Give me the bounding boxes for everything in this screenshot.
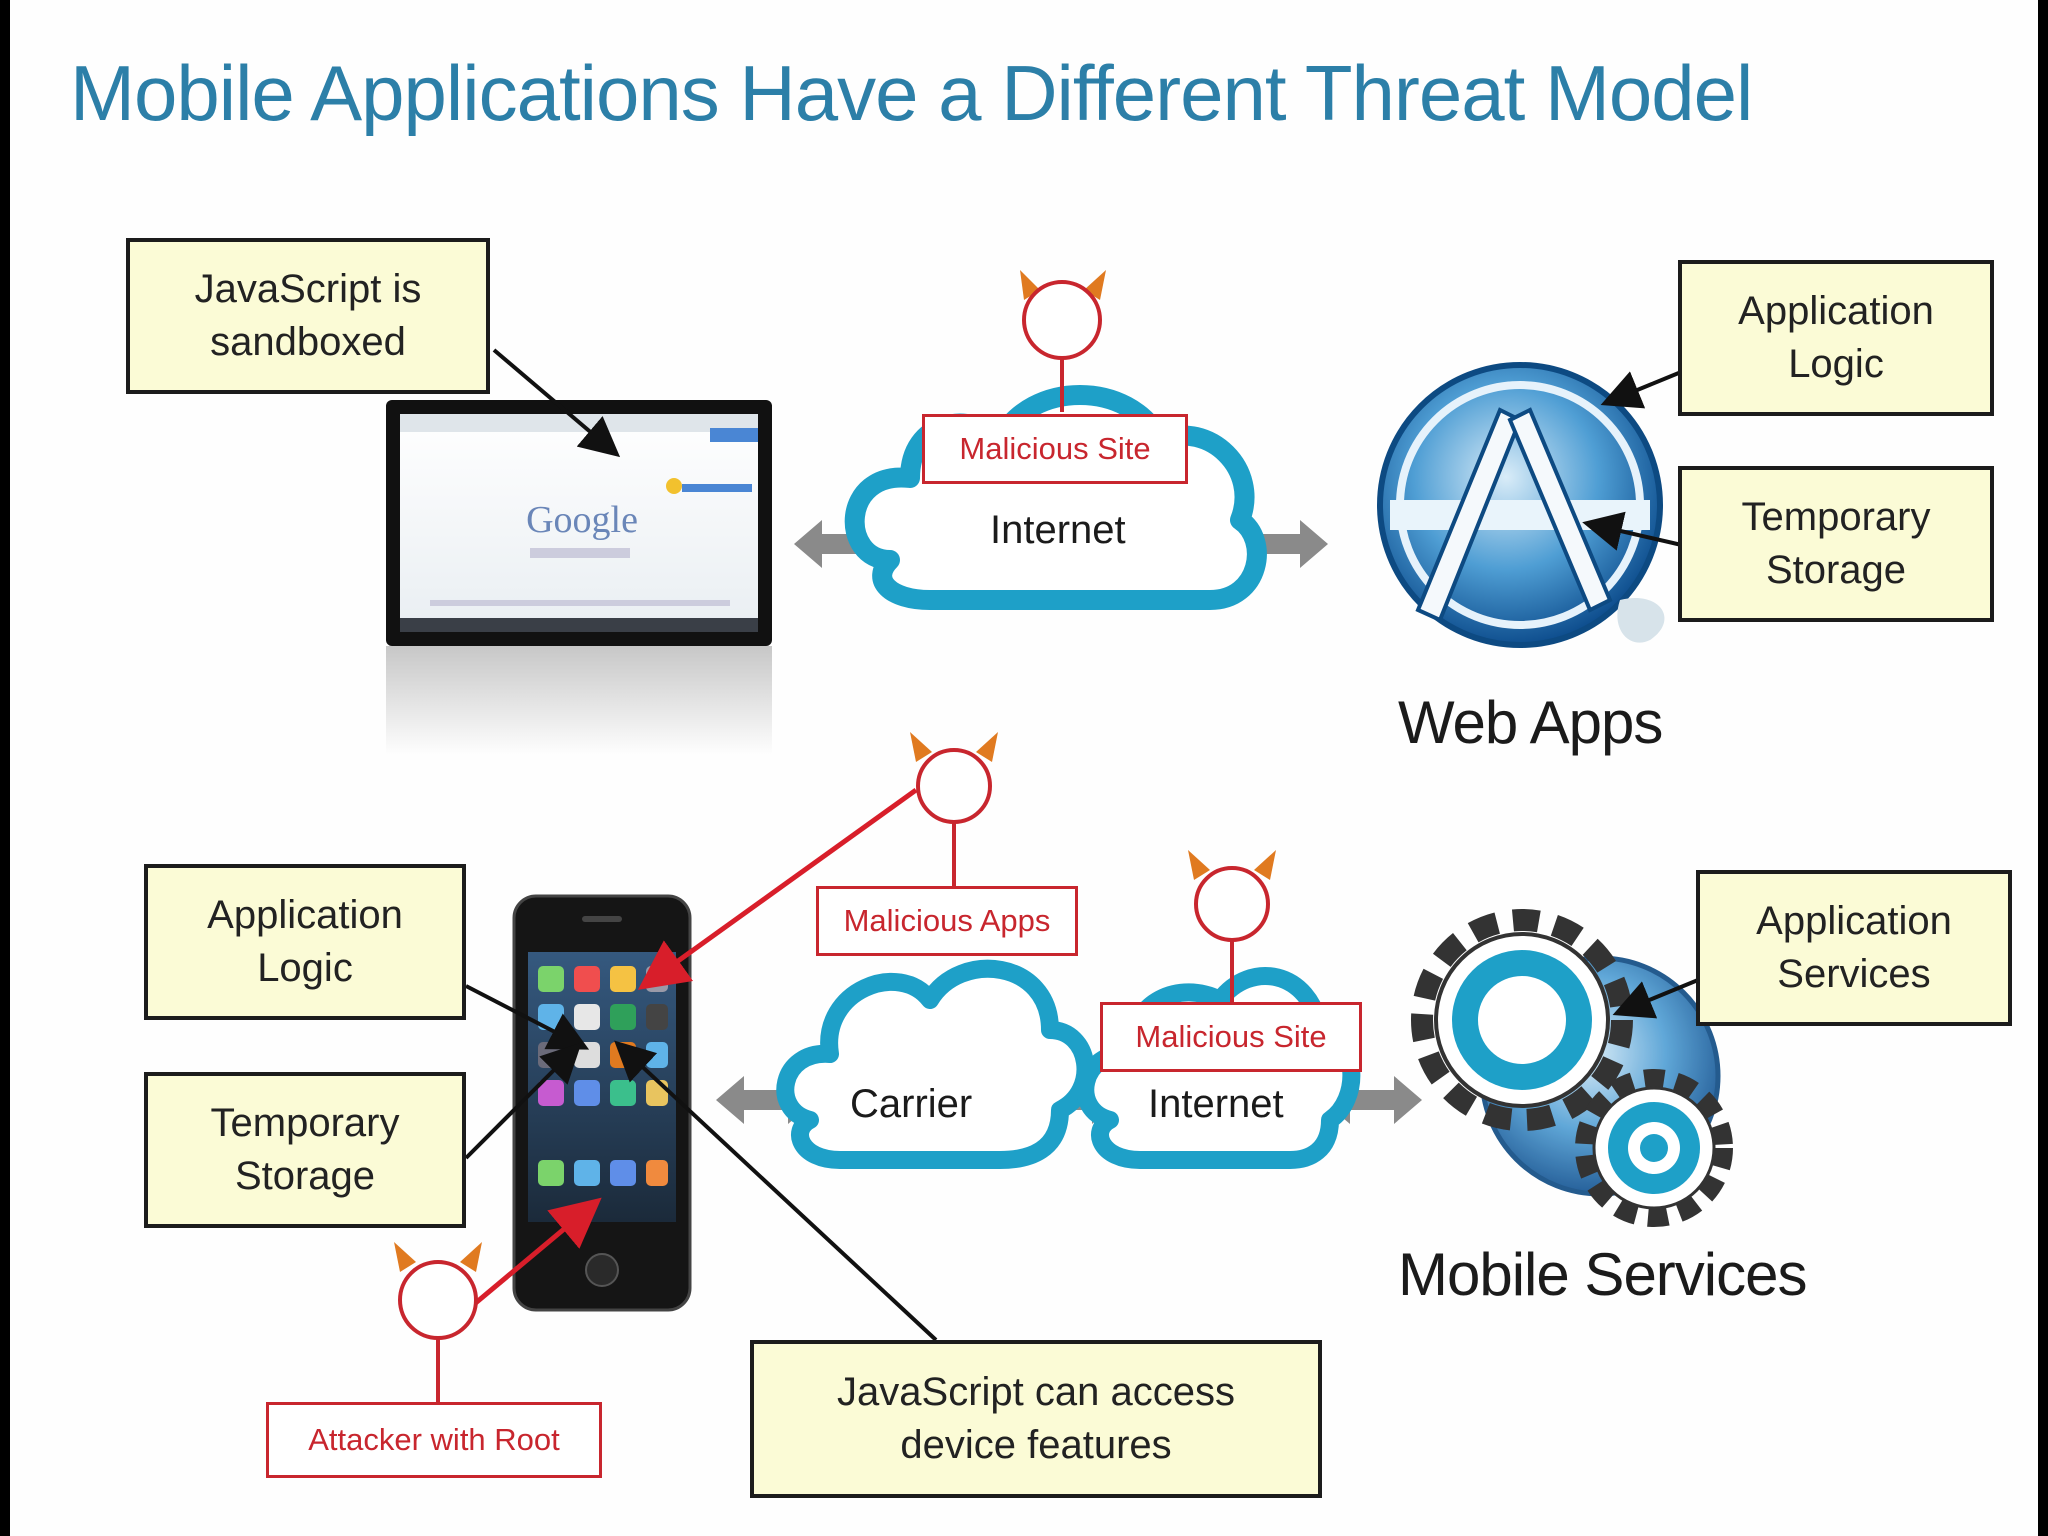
devil-threat-icon xyxy=(1188,850,1276,1004)
slide-title: Mobile Applications Have a Different Thr… xyxy=(70,49,1753,137)
devil-threat-icon xyxy=(394,1242,482,1404)
attacker-with-root-label: Attacker with Root xyxy=(266,1402,602,1478)
internet-label: Internet xyxy=(1148,1082,1284,1126)
callout-javascript-device-features: JavaScript can access device features xyxy=(750,1340,1322,1498)
malicious-site-label: Malicious Site xyxy=(922,414,1188,484)
callout-application-logic-mobile: Application Logic xyxy=(144,864,466,1020)
callout-application-logic-web: Application Logic xyxy=(1678,260,1994,416)
google-logo: Google xyxy=(526,499,638,541)
malicious-apps-label: Malicious Apps xyxy=(816,886,1078,956)
malicious-site-label: Malicious Site xyxy=(1100,1002,1362,1072)
callout-temporary-storage-mobile: Temporary Storage xyxy=(144,1072,466,1228)
devil-threat-icon xyxy=(910,732,998,886)
carrier-cloud-icon xyxy=(776,959,1095,1169)
web-apps-globe-icon xyxy=(1377,362,1665,648)
diagram-graphics: Google xyxy=(386,270,1733,1404)
callout-javascript-sandboxed: JavaScript is sandboxed xyxy=(126,238,490,394)
web-apps-label: Web Apps xyxy=(1398,689,1663,756)
internet-label: Internet xyxy=(990,508,1126,552)
laptop-browser-icon: Google xyxy=(386,400,772,756)
callout-temporary-storage-web: Temporary Storage xyxy=(1678,466,1994,622)
mobile-services-gears-icon xyxy=(1411,909,1733,1227)
mobile-services-label: Mobile Services xyxy=(1398,1241,1807,1308)
devil-threat-icon xyxy=(1020,270,1106,412)
slide: Mobile Applications Have a Different Thr… xyxy=(10,0,2038,1536)
carrier-label: Carrier xyxy=(850,1082,973,1126)
callout-application-services: Application Services xyxy=(1696,870,2012,1026)
double-arrow-icon xyxy=(1212,520,1328,568)
